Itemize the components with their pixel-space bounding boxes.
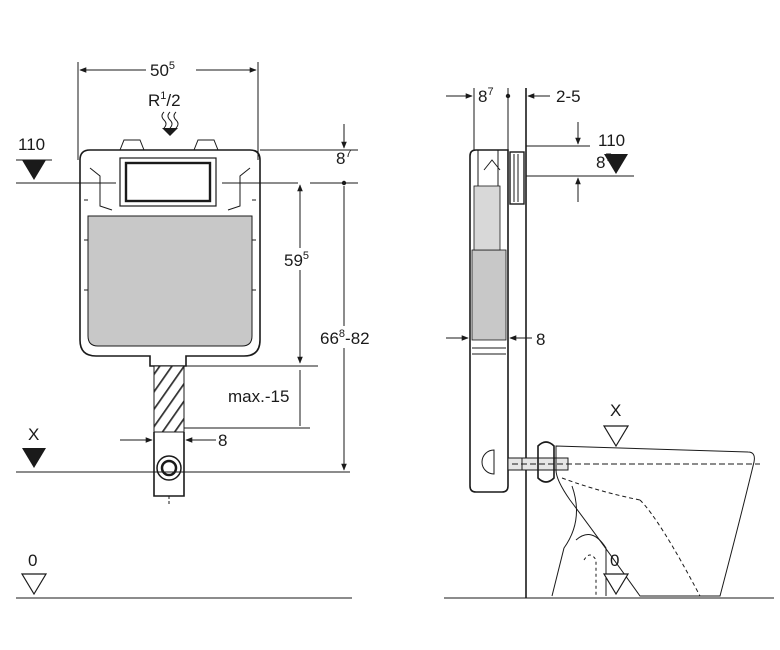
height-dimensions: 87 595 668-82 max.-15 bbox=[184, 124, 386, 471]
pipe-connection-label: R1/2 bbox=[148, 90, 181, 136]
flush-pipe bbox=[153, 365, 185, 504]
width-dimension: 505 bbox=[77, 58, 259, 160]
side-dim-25: 2-5 bbox=[556, 87, 581, 106]
side-level-110: 110 bbox=[598, 131, 625, 150]
side-thickness-dimension: 8 bbox=[446, 330, 545, 349]
pipe-width-dimension: 8 bbox=[120, 431, 227, 450]
cistern-body bbox=[79, 139, 261, 367]
pipe-r: R bbox=[148, 91, 160, 110]
side-dim-87-value: 8 bbox=[478, 87, 487, 106]
svg-text:87: 87 bbox=[336, 148, 352, 168]
dim-height-sup: 8 bbox=[339, 328, 345, 340]
svg-text:87: 87 bbox=[478, 86, 494, 106]
water-inlet-icon bbox=[161, 111, 167, 129]
level-110-marker: 110 bbox=[16, 135, 298, 184]
pipe-sup: 1 bbox=[160, 90, 166, 102]
width-value: 50 bbox=[150, 61, 169, 80]
side-x-label: X bbox=[610, 401, 621, 420]
cistern-side-profile bbox=[469, 149, 525, 493]
zero-label: 0 bbox=[28, 551, 37, 570]
actuator-plate bbox=[509, 151, 525, 205]
svg-text:R1/2: R1/2 bbox=[148, 90, 181, 110]
dim-595-sup: 5 bbox=[303, 250, 309, 262]
x-level-marker: X bbox=[16, 425, 350, 473]
side-view: 87 2-5 110 87 bbox=[444, 86, 774, 599]
side-dim-87b-sup: 7 bbox=[605, 152, 611, 164]
x-label: X bbox=[28, 425, 39, 444]
floor-level-marker: 0 bbox=[16, 551, 352, 599]
dim-height-b: -82 bbox=[345, 329, 370, 348]
width-sup: 5 bbox=[169, 60, 175, 72]
side-zero-label: 0 bbox=[610, 551, 619, 570]
side-thickness-value: 8 bbox=[536, 330, 545, 349]
svg-text:595: 595 bbox=[284, 250, 309, 270]
level-110-label: 110 bbox=[18, 135, 45, 154]
dim-87-sup: 7 bbox=[345, 148, 351, 160]
toilet-bowl bbox=[551, 445, 755, 597]
max-adjust-label: max.-15 bbox=[228, 387, 289, 406]
svg-text:87: 87 bbox=[596, 152, 612, 172]
side-dim-87-sup: 7 bbox=[487, 86, 493, 98]
pipe-sub: /2 bbox=[166, 91, 180, 110]
svg-text:668-82: 668-82 bbox=[320, 328, 370, 348]
side-floor-level-marker: 0 bbox=[444, 551, 774, 599]
dim-595-value: 59 bbox=[284, 251, 303, 270]
dim-height-a: 66 bbox=[320, 329, 339, 348]
flush-connector bbox=[507, 441, 760, 483]
front-view: 505 R1/2 bbox=[16, 58, 386, 599]
side-right-dimensions: 110 87 bbox=[526, 122, 634, 202]
dim-87-value: 8 bbox=[336, 149, 345, 168]
side-x-level-marker: X bbox=[602, 401, 630, 448]
svg-text:505: 505 bbox=[150, 60, 175, 80]
side-top-dimensions: 87 2-5 bbox=[446, 86, 581, 106]
side-dim-87b-value: 8 bbox=[596, 153, 605, 172]
pipe-width-value: 8 bbox=[218, 431, 227, 450]
